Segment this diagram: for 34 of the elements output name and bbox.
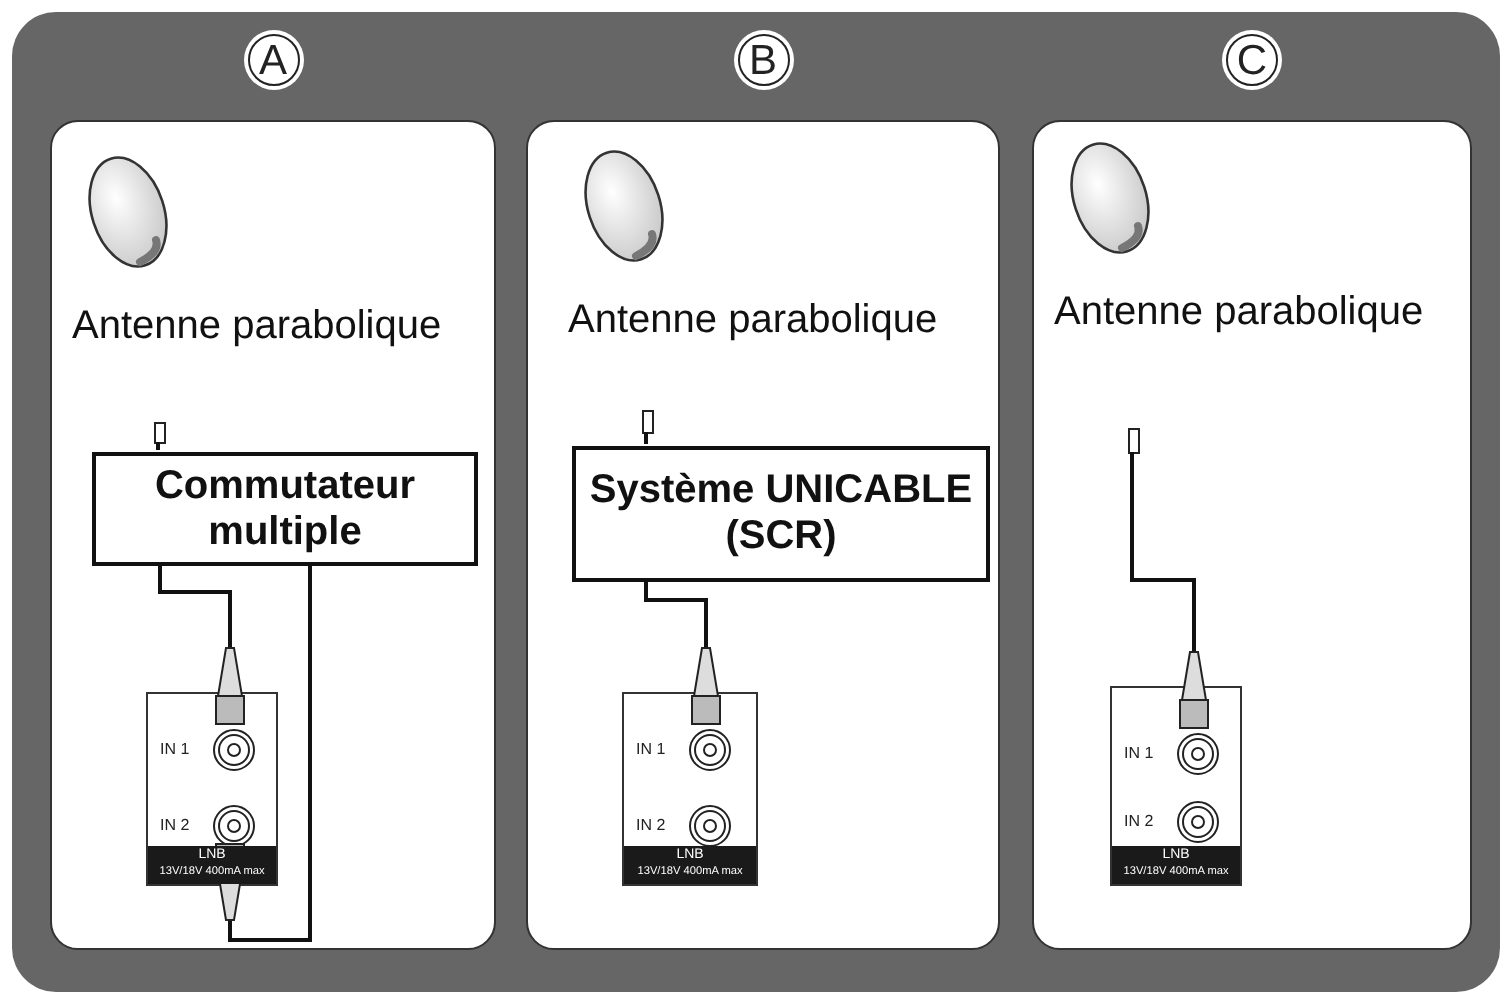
port-label: IN 1 (636, 740, 666, 758)
device-box (572, 446, 990, 582)
input-port (1124, 800, 1220, 844)
input-port (160, 728, 256, 772)
port-label: IN 2 (160, 816, 190, 834)
port-label: IN 2 (1124, 812, 1154, 830)
panel-letter: C (1226, 34, 1278, 86)
coaxial-cable (644, 580, 721, 725)
coaxial-cable (158, 564, 245, 725)
cable-end-box (642, 410, 654, 434)
antenna-label: Antenne parabolique (568, 298, 938, 344)
cable-end-box (1128, 428, 1140, 454)
input-port (1124, 732, 1220, 776)
device-label: Commutateur multiple (152, 463, 417, 555)
antenna-label: Antenne parabolique (1054, 290, 1424, 336)
device-label: Système UNICABLE (SCR) (587, 468, 975, 560)
coaxial-cable (215, 564, 312, 942)
receiver-panel (146, 692, 278, 886)
port-label: IN 2 (636, 816, 666, 834)
device-box (92, 452, 478, 566)
receiver-panel (1110, 686, 1242, 886)
cable-end-box (154, 422, 166, 444)
input-port (160, 804, 256, 848)
coaxial-cable (644, 430, 648, 444)
coaxial-cable (156, 440, 160, 450)
coaxial-cable (1130, 452, 1209, 729)
input-port (636, 728, 732, 772)
port-label: IN 1 (160, 740, 190, 758)
panel-letter: B (737, 34, 789, 86)
panel-letter: A (247, 34, 299, 86)
port-label: IN 1 (1124, 744, 1154, 762)
receiver-panel (622, 692, 758, 886)
antenna-label: Antenne parabolique (72, 304, 442, 350)
input-port (636, 804, 732, 848)
